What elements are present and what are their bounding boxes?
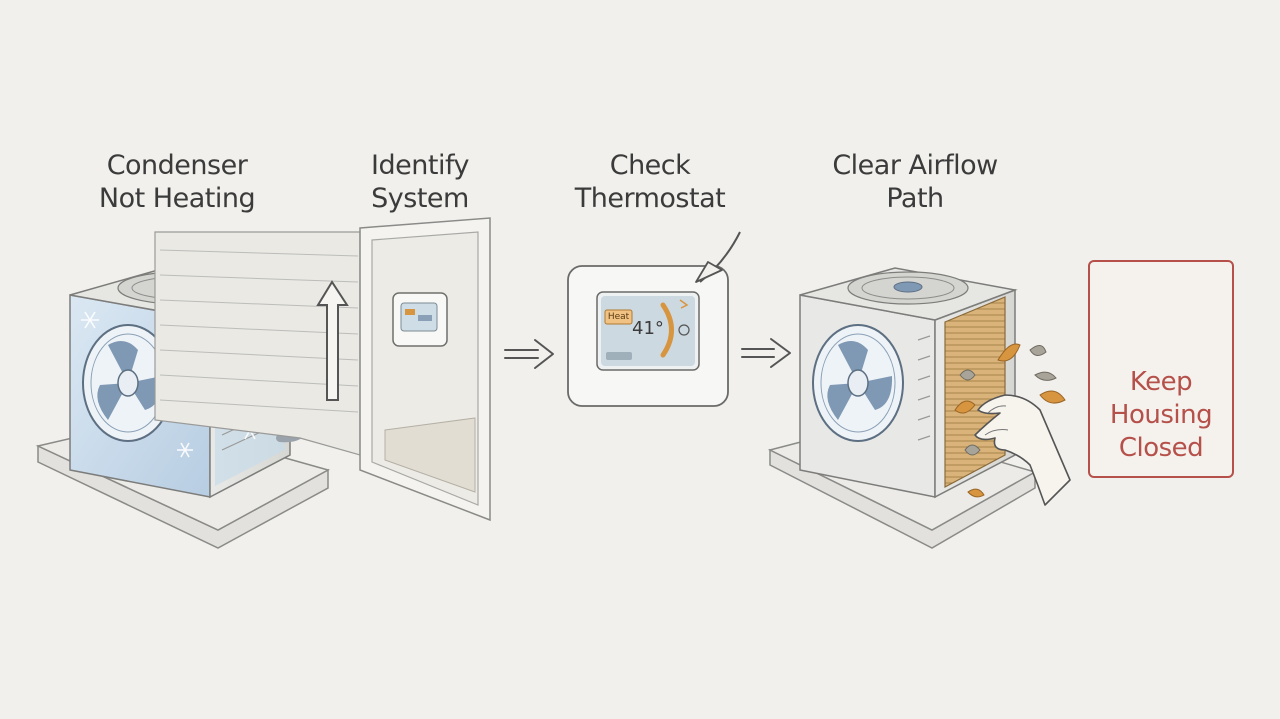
warning-box bbox=[1088, 260, 1234, 478]
step-title-check-thermostat: Check Thermostat bbox=[574, 150, 726, 214]
up-arrow-icon bbox=[316, 280, 349, 401]
thermostat-temperature: 41° bbox=[632, 318, 664, 339]
wall-thermostat-icon bbox=[392, 292, 448, 347]
right-arrow-icon bbox=[504, 339, 554, 369]
step-title-clear-airflow-path: Clear Airflow Path bbox=[832, 150, 998, 214]
step-title-condenser-not-heating: Condenser Not Heating bbox=[98, 150, 256, 214]
fan-icon bbox=[82, 324, 174, 442]
thermostat-mode-label: Heat bbox=[607, 312, 630, 322]
fan-icon bbox=[812, 324, 904, 442]
hand-icon bbox=[974, 394, 1071, 506]
leaf-icon bbox=[959, 345, 1057, 456]
thermostat-closeup bbox=[567, 231, 741, 407]
step-title-identify-system: Identify System bbox=[371, 150, 469, 214]
warning-text: Keep Housing Closed bbox=[1109, 367, 1213, 463]
right-arrow-icon bbox=[741, 338, 791, 368]
house-wall-scene bbox=[154, 217, 491, 522]
clear-airflow-condenser-unit bbox=[767, 267, 1071, 549]
leaf-icon bbox=[954, 343, 1066, 498]
